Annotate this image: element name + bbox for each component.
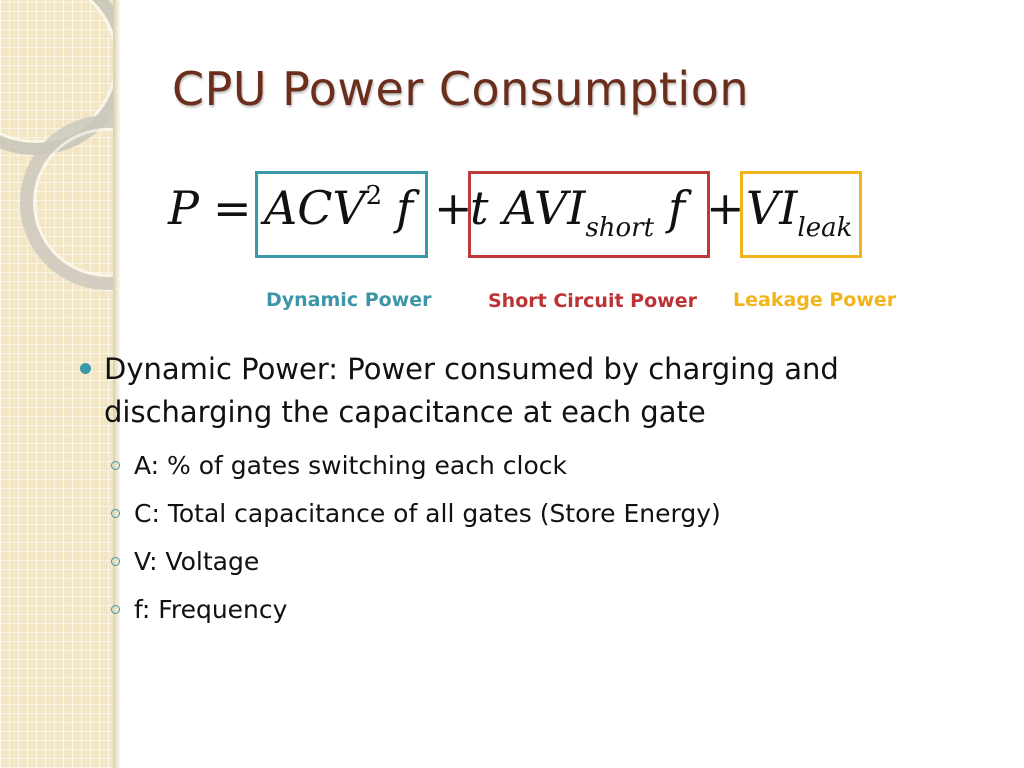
formula-dynamic-f: f [396,181,414,235]
sub-bullet-circle-icon [111,605,120,614]
sub-bullet-item: C: Total capacitance of all gates (Store… [80,490,930,538]
sub-bullet-circle-icon [111,461,120,470]
sub-bullet-text: C: Total capacitance of all gates (Store… [134,499,721,528]
sub-bullet-text: A: % of gates switching each clock [134,451,567,480]
sub-bullet-circle-icon [111,557,120,566]
sub-bullet-text: V: Voltage [134,547,260,576]
formula-leak-term: VIleak [746,178,852,246]
sub-bullet-circle-icon [111,509,120,518]
leakage-power-box [740,171,862,258]
sub-bullet-item: f: Frequency [80,586,930,634]
short-circuit-power-label: Short Circuit Power [488,290,697,312]
leakage-power-label: Leakage Power [733,289,897,311]
formula-short-subscript: short [585,213,655,243]
formula-dynamic-base: ACV [264,181,366,235]
formula-dynamic-term: ACV2 [264,178,382,246]
formula-short-base: t AVI [470,181,586,235]
short-circuit-power-box [468,171,710,258]
side-strip-edge [113,0,121,768]
formula-dynamic-exponent: 2 [365,181,383,211]
formula-plus-1: + [434,181,473,235]
formula-plus-2: + [706,181,745,235]
sub-bullet-item: V: Voltage [80,538,930,586]
bullet-list: Dynamic Power: Power consumed by chargin… [80,348,930,634]
dynamic-power-box [255,171,428,258]
decorative-side-strip [0,0,113,768]
formula-leak-base: VI [746,181,798,235]
formula-leak-subscript: leak [797,213,853,243]
bullet-text: Dynamic Power: Power consumed by chargin… [104,352,839,429]
formula-short-term: t AVIshort [470,178,654,246]
slide-title: CPU Power Consumption [172,62,750,116]
dynamic-power-label: Dynamic Power [266,289,432,311]
sub-bullet-text: f: Frequency [134,595,288,624]
formula-equals: = [213,181,252,235]
bullet-item-dynamic-power: Dynamic Power: Power consumed by chargin… [80,348,930,434]
sub-bullet-item: A: % of gates switching each clock [80,442,930,490]
formula-lhs: P [168,181,199,235]
formula-short-f: f [668,181,686,235]
bullet-dot-icon [80,363,91,374]
sub-bullet-list: A: % of gates switching each clock C: To… [80,442,930,634]
